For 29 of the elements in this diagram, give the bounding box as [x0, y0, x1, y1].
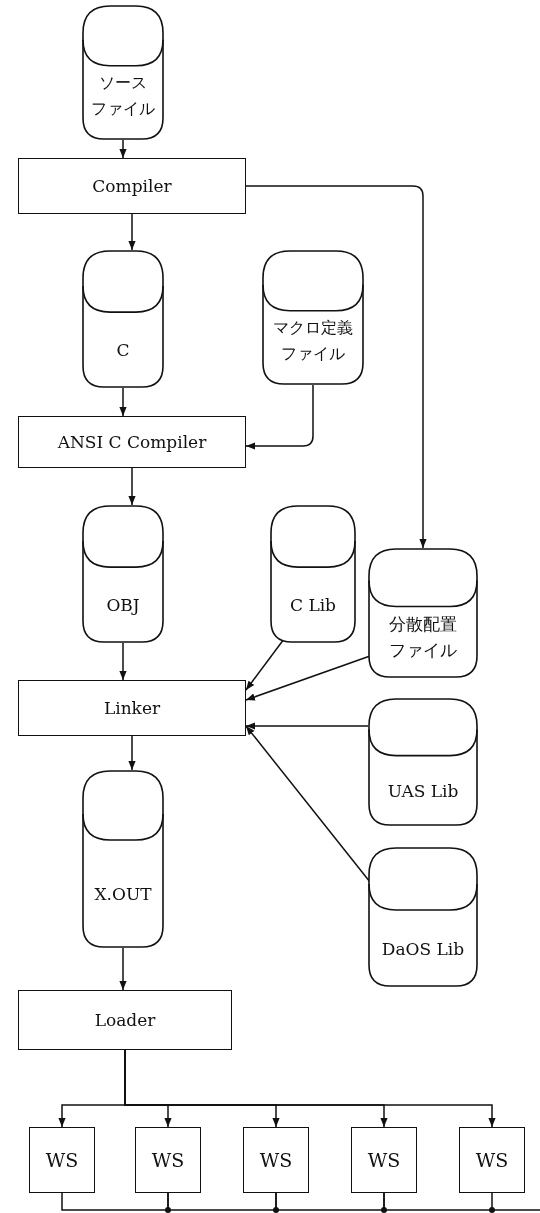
- arrow: [128, 735, 136, 771]
- process-box: Compiler: [18, 158, 246, 214]
- workstation-box: WS: [351, 1127, 417, 1193]
- arrow: [245, 722, 369, 730]
- workstation-box: WS: [243, 1127, 309, 1193]
- process-box: Loader: [18, 990, 232, 1050]
- arrow: [245, 384, 314, 450]
- workstation-box: WS: [135, 1127, 201, 1193]
- workstation-box: WS: [459, 1127, 525, 1193]
- arrow: [128, 213, 136, 251]
- arrow: [119, 947, 127, 991]
- file-label: ソースファイル: [90, 71, 156, 120]
- arrow: [119, 387, 127, 417]
- arrow: [128, 467, 136, 506]
- file-label: 分散配置ファイル: [388, 612, 458, 662]
- network-line: [383, 1192, 493, 1211]
- file-label: OBJ: [105, 594, 141, 618]
- process-box: Linker: [18, 680, 246, 736]
- arrow: [119, 139, 127, 159]
- arrow: [245, 185, 427, 549]
- file-label: UAS Lib: [386, 779, 460, 803]
- arrow: [119, 642, 127, 681]
- file-label: マクロ定義ファイル: [272, 316, 354, 365]
- file-label: DaOS Lib: [380, 937, 466, 961]
- file-label: X.OUT: [93, 883, 153, 906]
- workstation-box: WS: [29, 1127, 95, 1193]
- process-box: ANSI C Compiler: [18, 416, 246, 468]
- file-label: C Lib: [289, 594, 337, 618]
- file-label: C: [115, 339, 131, 363]
